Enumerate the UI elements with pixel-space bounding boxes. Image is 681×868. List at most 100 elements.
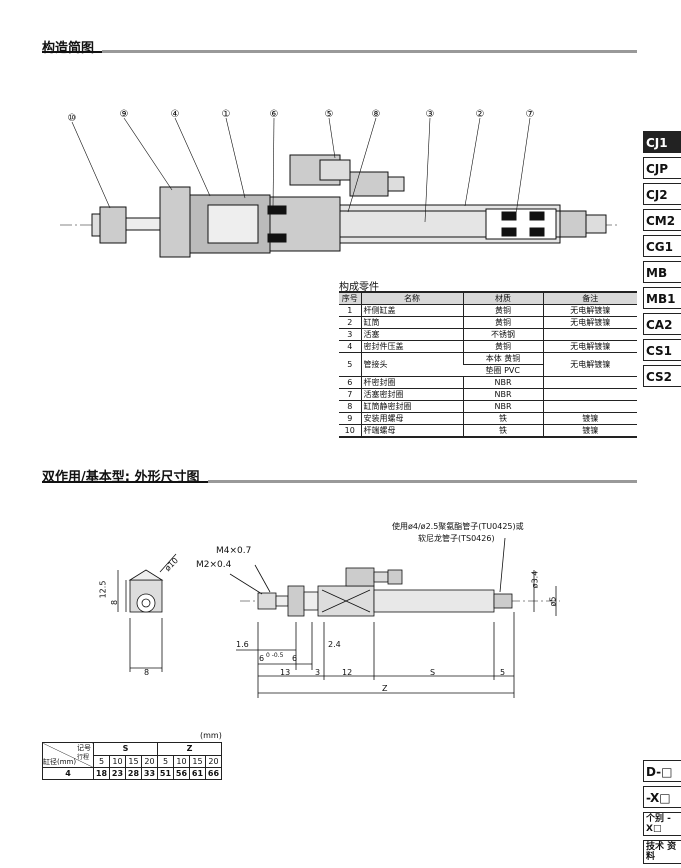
value-cell: 28	[125, 767, 142, 780]
callout-7: ⑦	[526, 109, 535, 120]
dim-6a: 6	[259, 654, 265, 663]
table-cell: 无电解镀镍	[542, 316, 637, 329]
stroke-cell: 10	[109, 754, 126, 768]
value-cell: 51	[157, 767, 174, 780]
table-cell: 6	[339, 376, 361, 389]
callout-10: ⑩	[68, 113, 77, 124]
table-cell: 管接头	[360, 352, 463, 377]
callout-9: ⑨	[120, 109, 129, 120]
dia-5: ø5	[548, 596, 558, 607]
sym-label: 记号	[77, 744, 91, 752]
table-cell: 活塞密封圈	[360, 388, 463, 401]
section-rule	[208, 480, 637, 483]
value-cell: 66	[205, 767, 222, 780]
side-tab-cs2[interactable]: CS2	[643, 365, 681, 387]
thread-m4: M4×0.7	[216, 546, 252, 556]
table-cell: 2	[339, 316, 361, 329]
dimension-drawing	[117, 537, 560, 698]
table-cell: 7	[339, 388, 361, 401]
col-header-no: 序号	[339, 292, 361, 305]
value-cell: 18	[93, 767, 110, 780]
table-cell	[542, 376, 637, 389]
callout-1: ①	[222, 109, 231, 120]
table-cell: NBR	[462, 400, 543, 413]
table-cell	[542, 400, 637, 413]
title-underline	[42, 481, 208, 483]
table-cell: 黄铜	[462, 304, 543, 317]
callout-4: ④	[171, 109, 180, 120]
table-cell: 5	[339, 352, 361, 377]
stroke-cell: 15	[189, 754, 206, 768]
col-z: Z	[157, 742, 222, 756]
value-cell: 23	[109, 767, 126, 780]
stroke-cell: 20	[141, 754, 158, 768]
table-cell: 铁	[462, 412, 543, 425]
unit-label: (mm)	[200, 731, 222, 740]
table-cell: 安装用螺母	[360, 412, 463, 425]
col-header-name: 名称	[360, 292, 463, 305]
side-tab-mb1[interactable]: MB1	[643, 287, 681, 309]
table-cell: 8	[339, 400, 361, 413]
table-cell: NBR	[462, 376, 543, 389]
table-cell: 缸筒	[360, 316, 463, 329]
side-tab-bottom-3[interactable]: 技术 资料	[643, 840, 681, 864]
callout-6: ⑥	[270, 109, 279, 120]
table-cell: 不锈钢	[462, 328, 543, 341]
side-tab-cs1[interactable]: CS1	[643, 339, 681, 361]
table-cell: 无电解镀镍	[542, 340, 637, 353]
stroke-cell: 15	[125, 754, 142, 768]
table-cell: 无电解镀镍	[542, 352, 637, 377]
dim-12: 12	[342, 668, 353, 677]
side-tab-mb[interactable]: MB	[643, 261, 681, 283]
callout-3: ③	[426, 109, 435, 120]
stroke-cell: 20	[205, 754, 222, 768]
table-cell: 3	[339, 328, 361, 341]
table-cell: 无电解镀镍	[542, 304, 637, 317]
table-cell: 黄铜	[462, 340, 543, 353]
table-cell: 镀镍	[542, 424, 637, 438]
side-tab-cm2[interactable]: CM2	[643, 209, 681, 231]
title-underline	[42, 51, 102, 53]
side-tab-bottom-0[interactable]: D-□	[643, 760, 681, 782]
side-tab-cj1[interactable]: CJ1	[643, 131, 681, 153]
side-tab-cjp[interactable]: CJP	[643, 157, 681, 179]
table-cell: 镀镍	[542, 412, 637, 425]
dim-6b: 6	[292, 654, 298, 663]
side-tab-bottom-2[interactable]: 个别 -X□	[643, 812, 681, 836]
table-cell: NBR	[462, 388, 543, 401]
value-cell: 56	[173, 767, 190, 780]
side-tab-bottom-1[interactable]: -X□	[643, 786, 681, 808]
table-cell	[542, 328, 637, 341]
table-cell: 9	[339, 412, 361, 425]
stroke-cell: 10	[173, 754, 190, 768]
side-tab-cj2[interactable]: CJ2	[643, 183, 681, 205]
table-cell: 4	[339, 340, 361, 353]
height-8: 8	[110, 599, 120, 606]
table-cell: 1	[339, 304, 361, 317]
thread-m2: M2×0.4	[196, 560, 232, 570]
col-header-material: 材质	[462, 292, 543, 305]
callout-2: ②	[476, 109, 485, 120]
bore-value: 4	[42, 767, 94, 780]
side-tab-ca2[interactable]: CA2	[643, 313, 681, 335]
structure-drawing: ⑩ ⑨ ④ ① ⑥ ⑤ ⑧ ③ ② ⑦	[60, 109, 620, 258]
dim-s: S	[430, 668, 436, 677]
dim-z: Z	[382, 684, 388, 693]
dim-2-4: 2.4	[328, 640, 341, 649]
dim-3: 3	[315, 668, 321, 677]
tube-note-1: 使用ø4/ø2.5聚氨酯管子(TU0425)或	[392, 522, 524, 531]
width-8: 8	[144, 668, 150, 677]
dim-13: 13	[280, 668, 291, 677]
stroke-cell: 5	[93, 754, 110, 768]
table-cell: 本体 黄铜	[462, 352, 543, 365]
side-tab-cg1[interactable]: CG1	[643, 235, 681, 257]
